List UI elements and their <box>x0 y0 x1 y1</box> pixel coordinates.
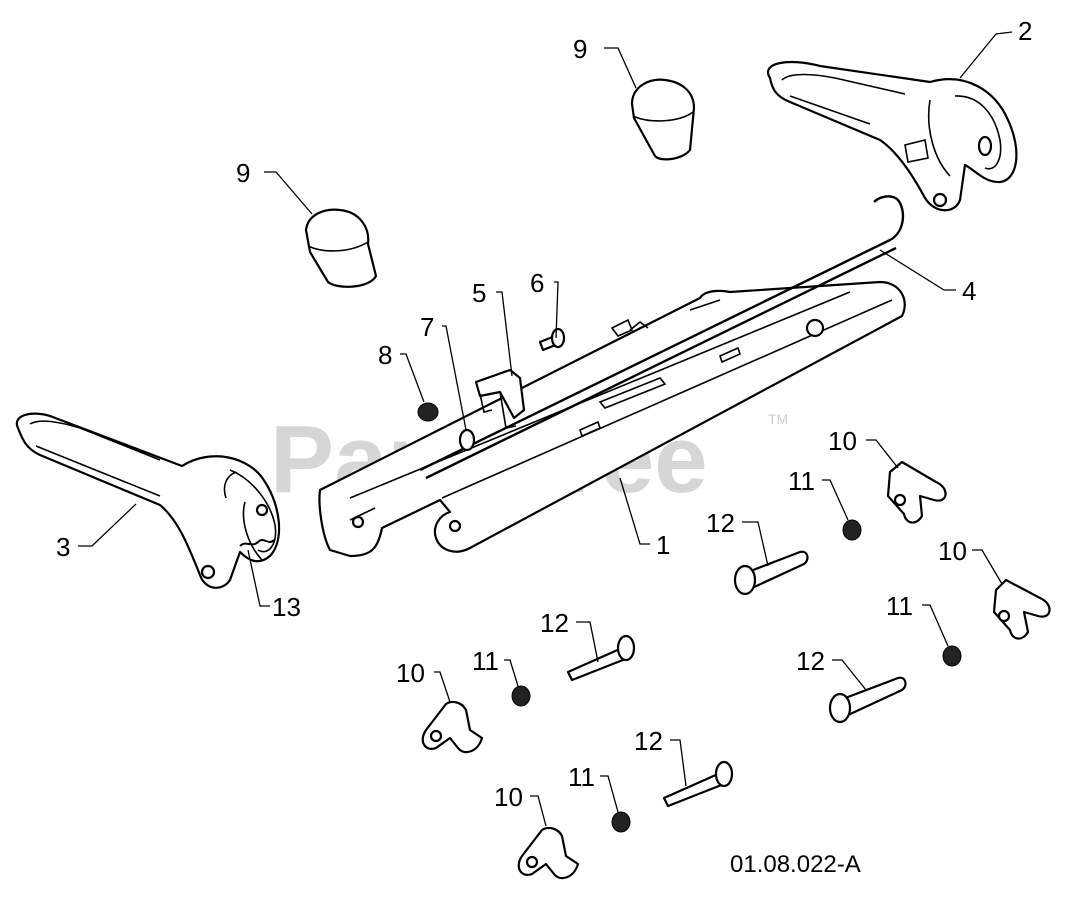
watermark-tm: TM <box>768 411 788 427</box>
part-10-knob-a[interactable] <box>886 460 947 524</box>
part-11-nut-a[interactable] <box>842 519 862 541</box>
callout-2: 2 <box>1018 16 1032 46</box>
callout-6: 6 <box>530 268 544 298</box>
leader-lines <box>78 31 1013 827</box>
part-12-bolt-b[interactable] <box>566 634 636 682</box>
callout-4: 4 <box>962 276 976 306</box>
callout-11-d: 11 <box>568 762 595 792</box>
callout-5: 5 <box>472 278 486 308</box>
callout-12-d: 12 <box>634 726 663 756</box>
part-2-right-handle[interactable] <box>767 60 1018 212</box>
callout-12-c: 12 <box>796 646 825 676</box>
part-11-nut-b[interactable] <box>942 645 962 667</box>
callout-1: 1 <box>656 530 670 560</box>
part-9-knob-top[interactable] <box>630 78 696 161</box>
part-9-knob-left[interactable] <box>304 208 378 288</box>
callout-9-top: 9 <box>573 34 587 64</box>
callout-10-a: 10 <box>828 426 857 456</box>
part-13-spring[interactable] <box>239 539 275 547</box>
callout-11-b: 11 <box>886 591 913 621</box>
callout-9-left: 9 <box>236 158 250 188</box>
callout-12-b: 12 <box>540 608 569 638</box>
part-8-nut[interactable] <box>417 402 439 422</box>
part-4-rod[interactable] <box>419 195 905 480</box>
callout-10-c: 10 <box>396 658 425 688</box>
callout-13: 13 <box>272 592 301 622</box>
part-11-nut-c[interactable] <box>511 685 531 707</box>
part-3-left-handle[interactable] <box>15 412 281 589</box>
part-12-bolt-d[interactable] <box>662 760 734 808</box>
part-7-washer[interactable] <box>458 428 476 452</box>
part-6-bolt[interactable] <box>538 327 566 352</box>
part-10-knob-b[interactable] <box>992 578 1051 640</box>
diagram-code: 01.08.022-A <box>730 851 861 878</box>
callout-10-b: 10 <box>938 536 967 566</box>
callout-3: 3 <box>56 532 70 562</box>
callout-11-a: 11 <box>788 466 815 496</box>
callout-12-a: 12 <box>706 508 735 538</box>
part-10-knob-c[interactable] <box>421 700 484 754</box>
callout-10-d: 10 <box>494 782 523 812</box>
callout-11-c: 11 <box>472 646 499 676</box>
part-12-bolt-a[interactable] <box>733 550 809 596</box>
part-12-bolt-c[interactable] <box>828 676 907 724</box>
part-10-knob-d[interactable] <box>517 826 580 880</box>
callout-8: 8 <box>378 340 392 370</box>
part-11-nut-d[interactable] <box>611 811 631 833</box>
callout-7: 7 <box>420 312 434 342</box>
